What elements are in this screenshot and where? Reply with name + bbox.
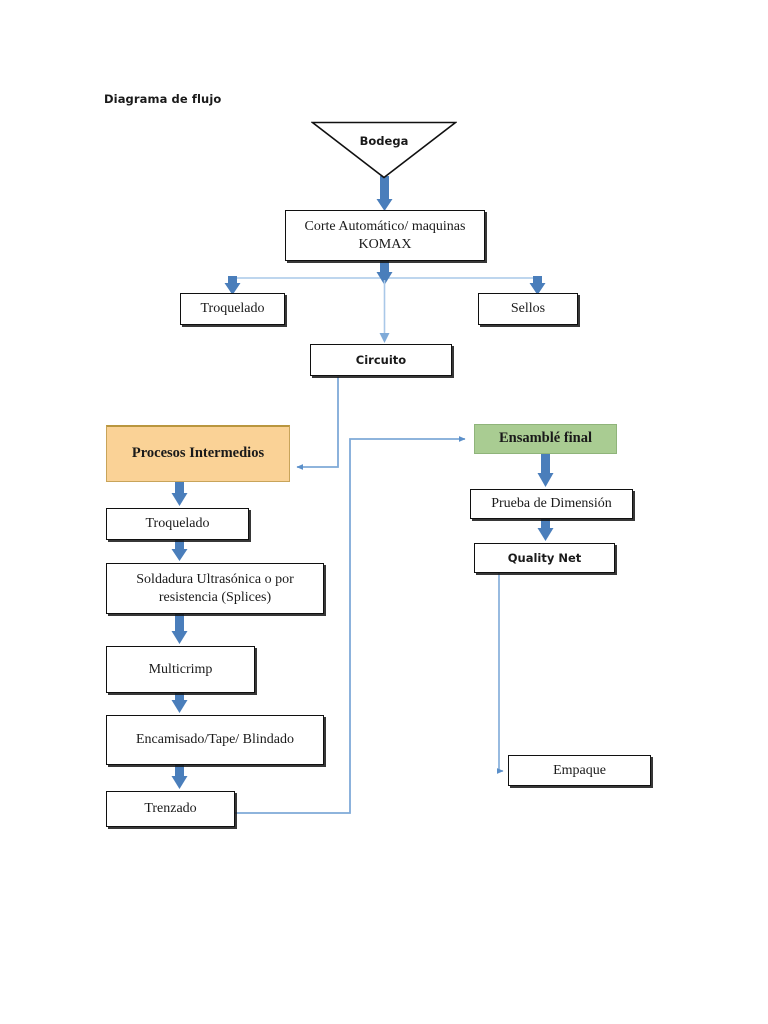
edge-corte-sellos [529,276,546,295]
node-empaque[interactable]: Empaque [508,755,651,786]
edge-corte-troquelado [224,276,241,295]
node-sellos[interactable]: Sellos [478,293,578,325]
edge-circuito-procesos [296,377,339,470]
node-soldadura-ultrasonica[interactable]: Soldadura Ultrasónica o por resistencia … [106,563,324,614]
node-troquelado-mid-label: Troquelado [145,516,210,532]
node-trenzado[interactable]: Trenzado [106,791,235,827]
node-encamisado-label: Encamisado/Tape/ Blindado [135,732,295,748]
edge-ensamble-prueba [537,454,554,487]
node-prueba-dimension-label: Prueba de Dimensión [491,496,612,512]
node-bodega[interactable]: Bodega [310,121,458,179]
node-troquelado-top-label: Troquelado [200,301,265,317]
page-title: Diagrama de flujo [104,92,222,106]
node-circuito-label: Circuito [355,352,407,367]
node-troquelado-top[interactable]: Troquelado [180,293,285,325]
edge-prueba-quality [537,519,554,541]
node-empaque-label: Empaque [553,762,606,778]
node-bodega-label: Bodega [359,134,409,148]
node-troquelado-mid[interactable]: Troquelado [106,508,249,540]
edge-bodega-corte [376,176,393,211]
node-quality-net-label: Quality Net [507,550,582,565]
node-procesos-intermedios-label: Procesos Intermedios [131,445,265,462]
node-ensamble-final-label: Ensamblé final [498,430,593,447]
node-quality-net[interactable]: Quality Net [474,543,615,573]
inverted-triangle-icon [310,121,458,179]
edge-multicrimp-encamisado [171,693,188,713]
node-trenzado-label: Trenzado [144,801,197,817]
edge-encamisado-trenzado [171,765,188,789]
node-corte-automatico[interactable]: Corte Automático/ maquinas KOMAX [285,210,485,261]
node-encamisado[interactable]: Encamisado/Tape/ Blindado [106,715,324,765]
node-prueba-dimension[interactable]: Prueba de Dimensión [470,489,633,519]
edge-trenzado-ensamble [235,436,466,814]
node-soldadura-ultrasonica-label: Soldadura Ultrasónica o por resistencia … [136,572,294,605]
node-procesos-intermedios[interactable]: Procesos Intermedios [106,425,290,482]
edge-corte-circuito [376,261,393,343]
node-multicrimp-label: Multicrimp [148,661,213,677]
node-ensamble-final[interactable]: Ensamblé final [474,424,617,454]
node-circuito[interactable]: Circuito [310,344,452,376]
edge-procesos-troquelado2 [171,482,188,506]
node-corte-automatico-label: Corte Automático/ maquinas KOMAX [304,219,466,252]
edge-troquelado2-soldadura [171,540,188,561]
edge-quality-empaque [497,573,504,774]
node-multicrimp[interactable]: Multicrimp [106,646,255,693]
node-sellos-label: Sellos [510,301,546,317]
edge-soldadura-multicrimp [171,614,188,644]
